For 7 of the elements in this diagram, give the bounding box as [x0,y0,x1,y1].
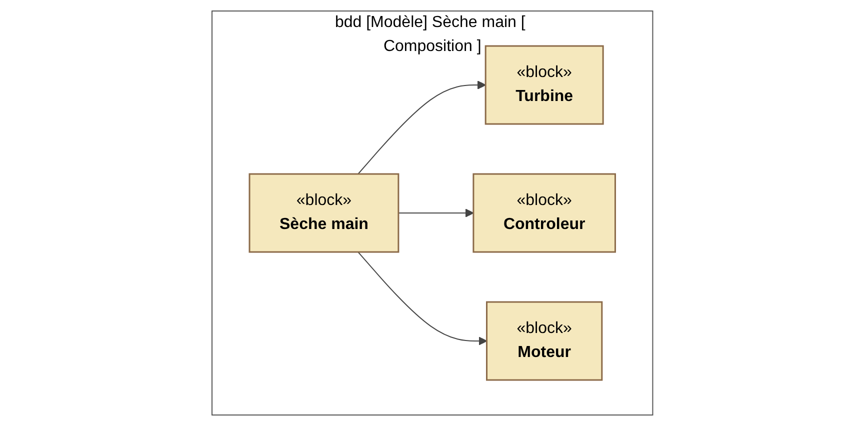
node-box: «block» Sèche main [248,172,399,252]
node-box: «block» Turbine [484,44,604,124]
arrow [398,208,474,217]
node-box: «block» Controleur [472,172,616,252]
arrow [357,80,486,174]
node-box: «block» Moteur [486,300,602,380]
arrow [357,251,487,345]
